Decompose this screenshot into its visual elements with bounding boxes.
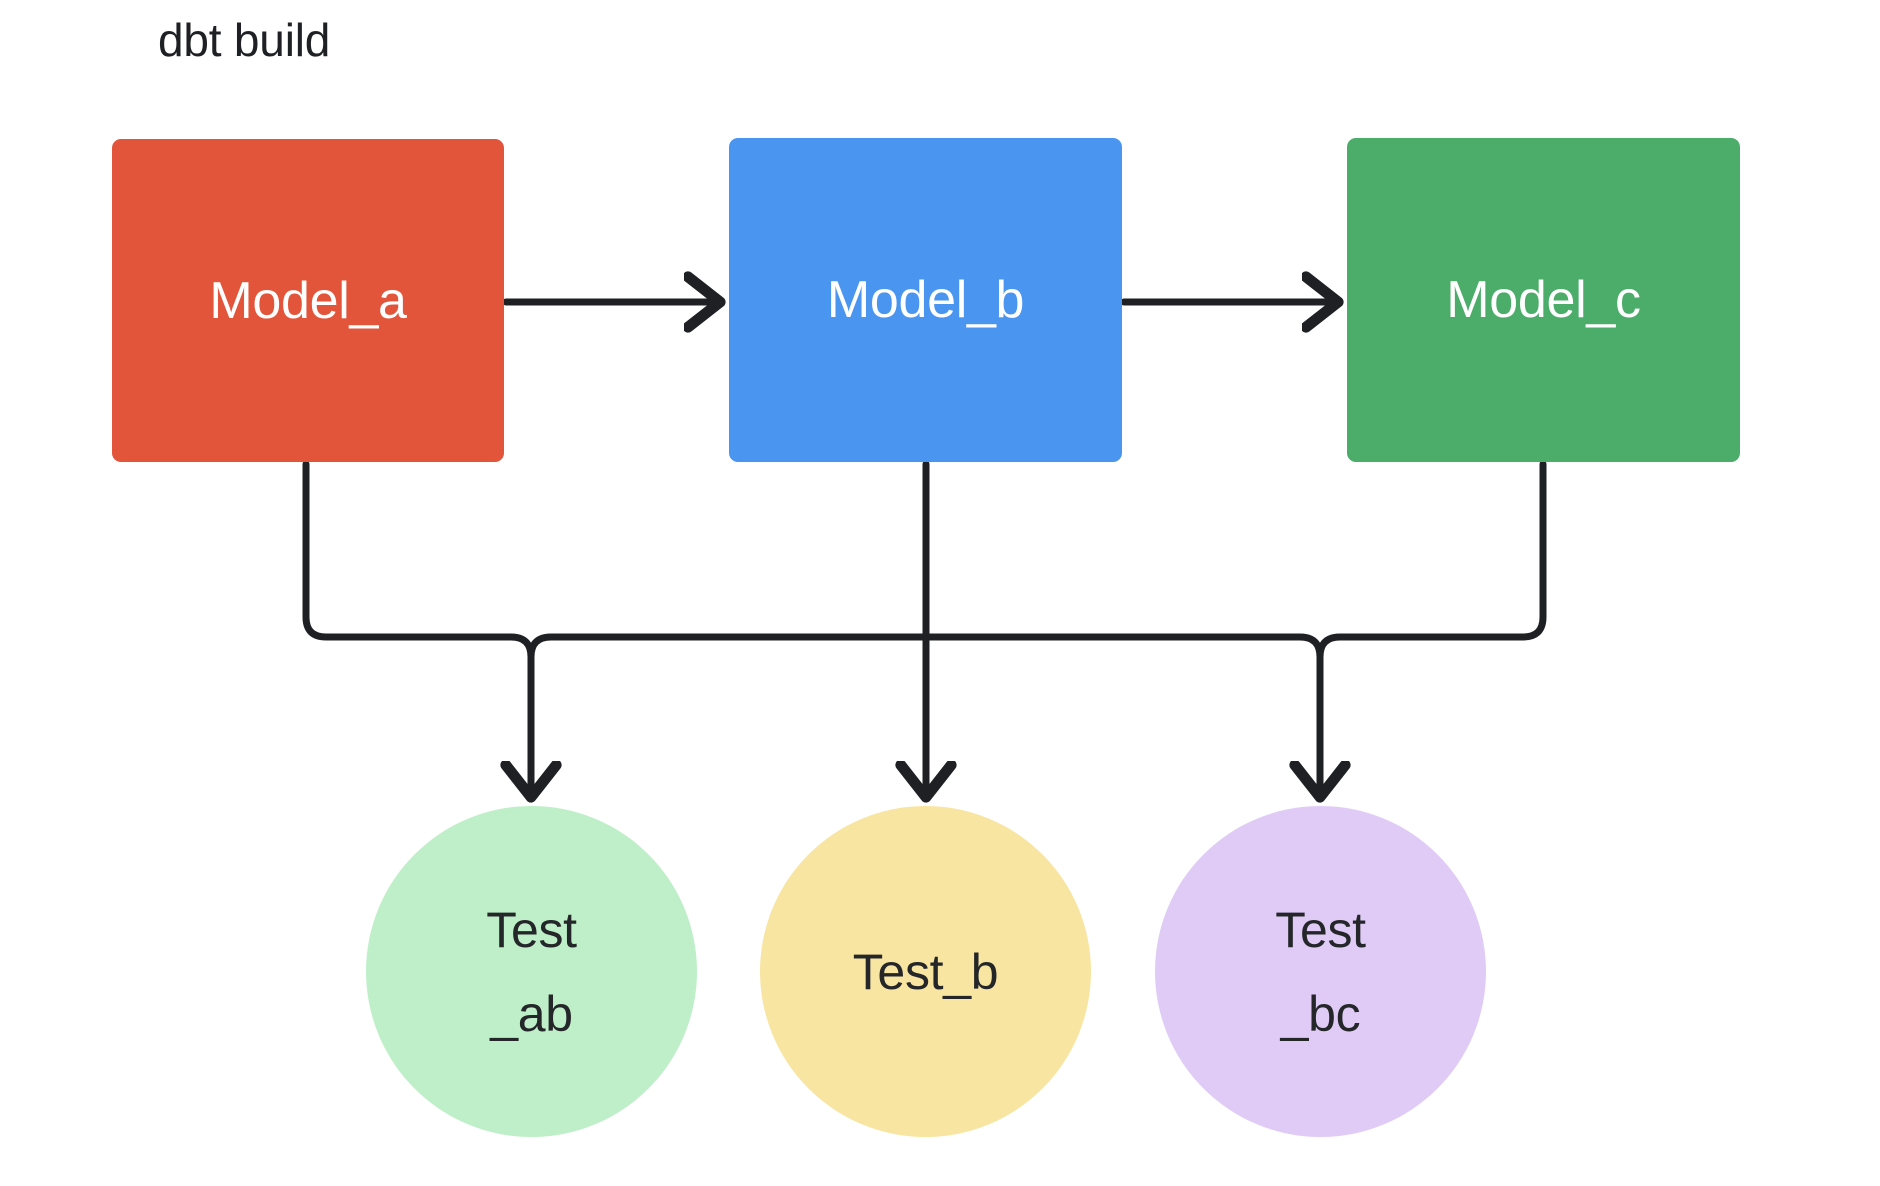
edge-model-b-to-test-bc bbox=[922, 633, 1320, 793]
node-model-c[interactable]: Model_c bbox=[1347, 138, 1740, 462]
node-model-b[interactable]: Model_b bbox=[729, 138, 1122, 462]
edge-model-a-to-test-ab bbox=[302, 460, 531, 793]
node-test-b[interactable]: Test_b bbox=[760, 806, 1091, 1137]
edge-model-c-to-test-bc bbox=[1316, 460, 1547, 797]
node-model-a[interactable]: Model_a bbox=[112, 139, 504, 462]
node-test-b-label: Test_b bbox=[852, 943, 999, 1000]
edge-model-b-to-test-ab bbox=[527, 633, 930, 797]
diagram-title: dbt build bbox=[158, 14, 331, 66]
node-test-ab[interactable]: Test _ab bbox=[366, 806, 697, 1137]
node-model-c-label: Model_c bbox=[1446, 271, 1641, 329]
node-test-bc-label: Test _bc bbox=[1275, 901, 1366, 1042]
node-model-b-label: Model_b bbox=[826, 271, 1025, 329]
node-model-a-label: Model_a bbox=[209, 271, 407, 330]
node-test-ab-label: Test _ab bbox=[486, 901, 577, 1042]
node-test-bc[interactable]: Test _bc bbox=[1155, 806, 1486, 1137]
